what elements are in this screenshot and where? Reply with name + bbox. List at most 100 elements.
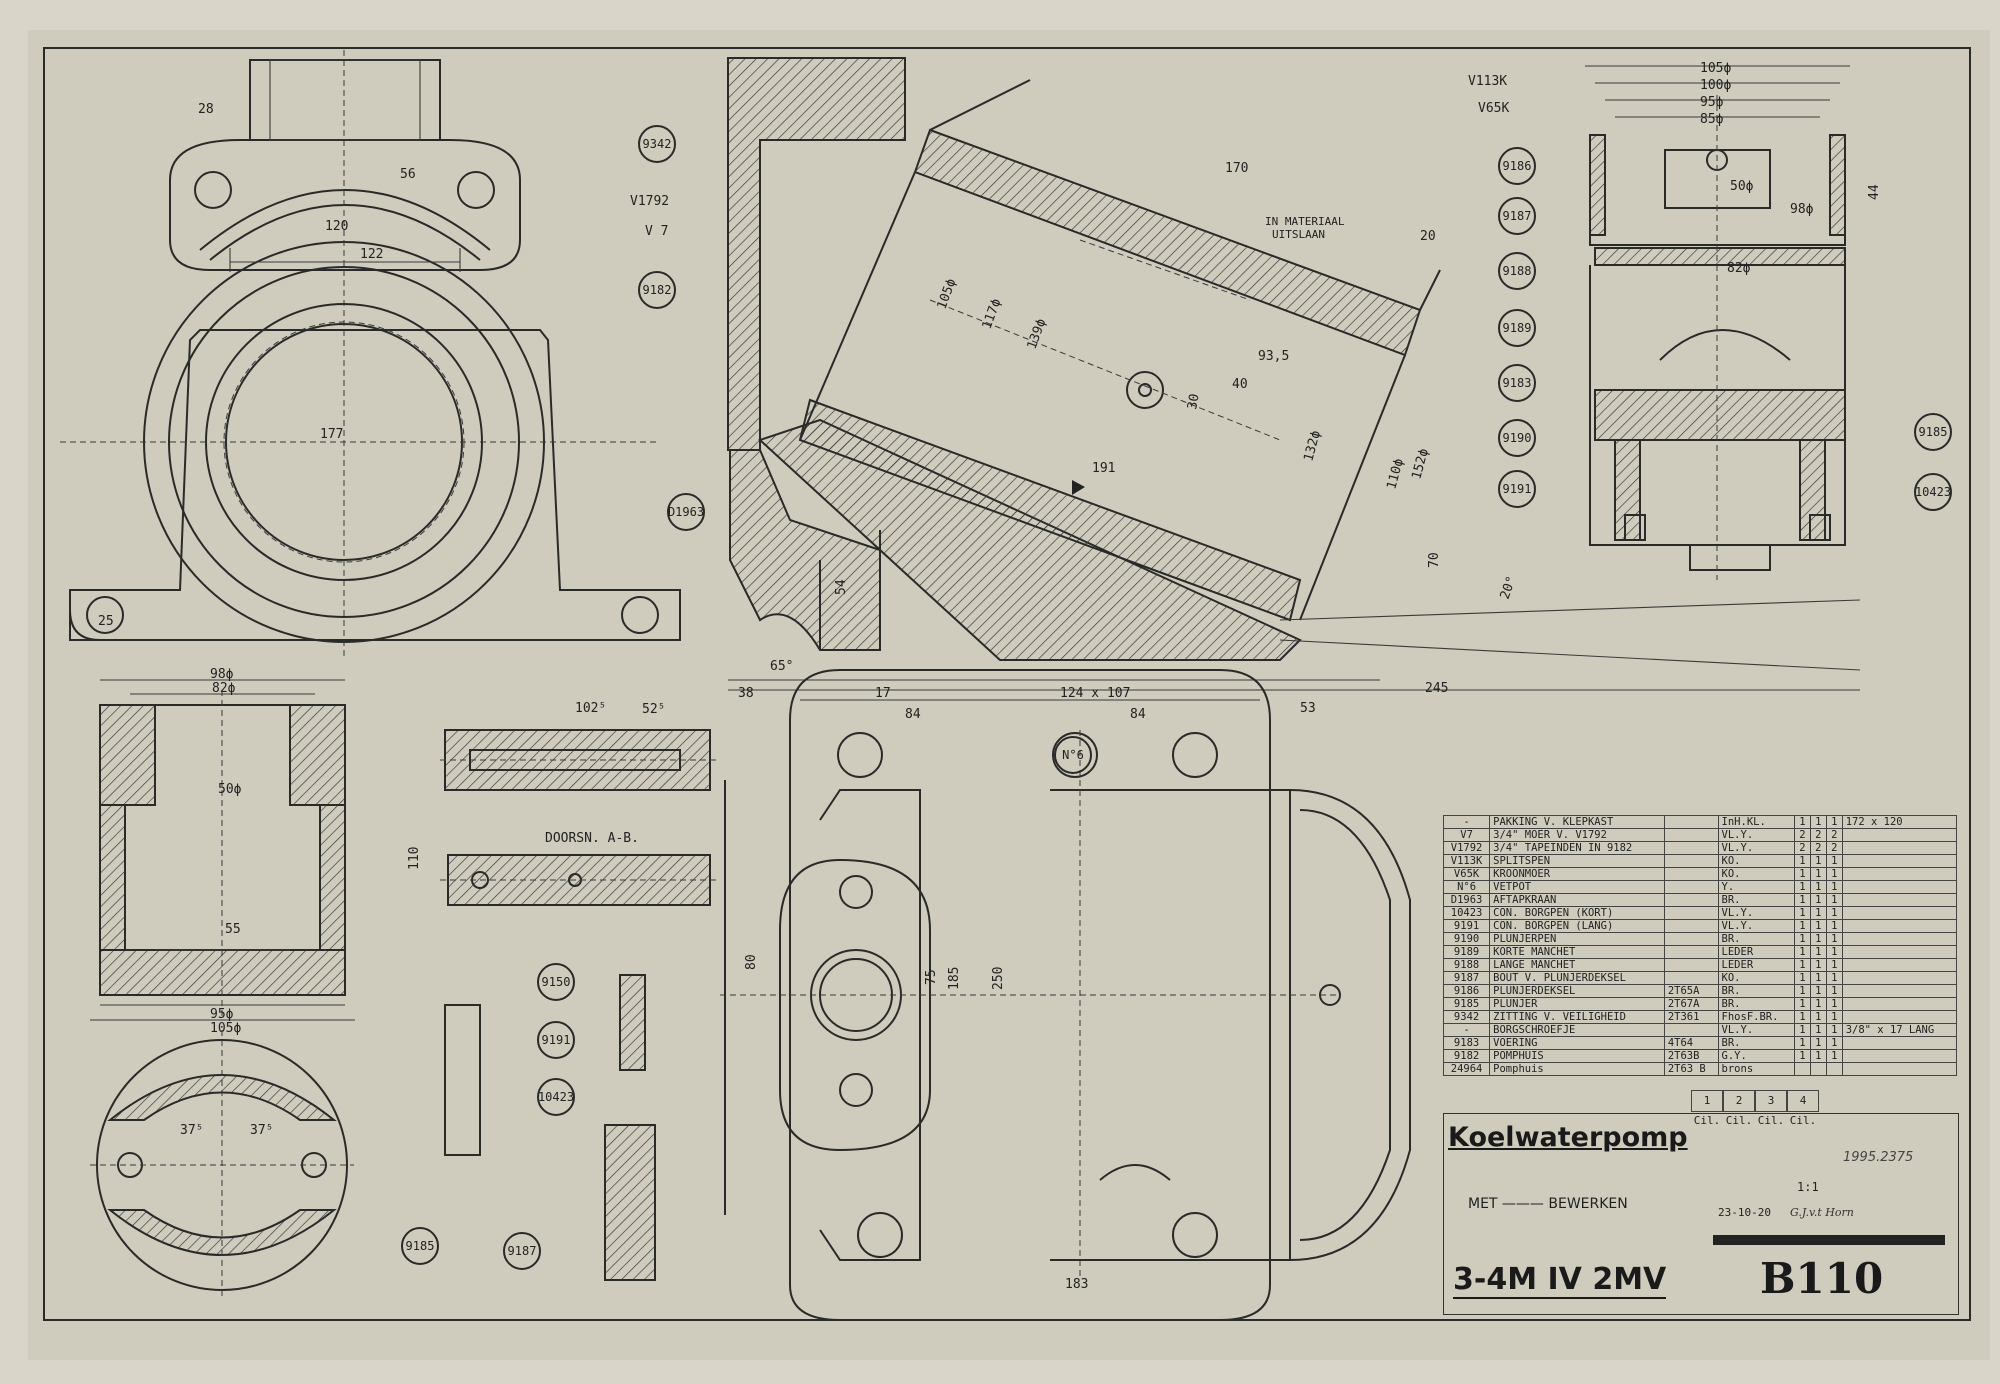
dim-100: 100ϕ <box>1700 78 1731 93</box>
dim-75: 75 <box>924 969 939 985</box>
column-4-cil: 4 Cil. <box>1787 1090 1819 1127</box>
cylinder-section <box>727 57 1861 691</box>
parts-cell-name: AFTAPKRAAN <box>1489 893 1665 907</box>
callout-d1963 <box>667 493 705 531</box>
parts-cell-name: BOUT V. PLUNJERDEKSEL <box>1489 971 1665 985</box>
dim-80: 80 <box>744 954 759 970</box>
parts-cell-note <box>1841 958 1958 972</box>
parts-cell-norm: 2T63 B <box>1663 1062 1719 1076</box>
parts-cell-norm <box>1663 841 1719 855</box>
dim-191: 191 <box>1092 461 1115 476</box>
svg-text:9191: 9191 <box>542 1033 571 1047</box>
parts-cell-c3: 1 <box>1825 1036 1843 1050</box>
dim-110-cover: 110 <box>407 847 422 870</box>
parts-cell-code: 9186 <box>1442 984 1491 998</box>
parts-cell-name: BORGSCHROEFJE <box>1489 1023 1665 1037</box>
callout-10423-lower <box>537 1078 575 1116</box>
dim-82-cover: 82ϕ <box>212 681 236 696</box>
parts-cell-code: - <box>1442 1023 1491 1037</box>
parts-cell-c2: 1 <box>1809 854 1827 868</box>
callout-9191 <box>1498 470 1536 508</box>
plunger-cover-section <box>90 679 355 1021</box>
parts-cell-c3: 1 <box>1825 880 1843 894</box>
dim-250: 250 <box>991 967 1006 990</box>
dim-17: 17 <box>875 686 891 701</box>
parts-cell-note <box>1841 1010 1958 1024</box>
cylinder-columns: 1 Cil. 2 Cil. 3 Cil. 4 Cil. <box>1691 1090 1819 1127</box>
parts-cell-c1: 1 <box>1793 867 1811 881</box>
parts-cell-c3: 2 <box>1825 841 1843 855</box>
plunger-plan-view <box>90 1030 354 1300</box>
parts-cell-norm <box>1663 867 1719 881</box>
parts-cell-c2: 1 <box>1809 867 1827 881</box>
svg-text:9183: 9183 <box>1503 376 1532 390</box>
dim-20: 20 <box>1420 229 1436 244</box>
parts-cell-code: 10423 <box>1442 906 1491 920</box>
parts-cell-c3: 1 <box>1825 815 1843 829</box>
dim-183: 183 <box>1065 1277 1088 1292</box>
parts-cell-note <box>1841 997 1958 1011</box>
svg-text:9191: 9191 <box>1503 482 1532 496</box>
dim-117: 117ϕ <box>980 297 1005 332</box>
pin-details <box>440 729 720 1281</box>
parts-cell-note <box>1841 984 1958 998</box>
column-1-cil: 1 Cil. <box>1691 1090 1723 1127</box>
drawing-signature: G.J.v.t Horn <box>1790 1206 1854 1219</box>
dim-38: 38 <box>738 686 754 701</box>
dim-124x107: 124 x 107 <box>1060 686 1130 701</box>
dim-25: 25 <box>98 614 114 629</box>
parts-cell-code: 9342 <box>1442 1010 1491 1024</box>
parts-cell-norm: 2T65A <box>1663 984 1719 998</box>
parts-cell-norm <box>1663 815 1719 829</box>
dim-50: 50ϕ <box>1730 179 1754 194</box>
callout-9188 <box>1498 252 1536 290</box>
dim-98: 98ϕ <box>1790 202 1814 217</box>
callout-9185-lower <box>401 1227 439 1265</box>
parts-cell-c2 <box>1809 1062 1827 1076</box>
label-v65k: V65K <box>1478 101 1509 116</box>
parts-cell-c2: 1 <box>1809 997 1827 1011</box>
parts-cell-c1: 1 <box>1793 997 1811 1011</box>
title-block <box>1443 1113 1959 1315</box>
parts-cell-mat: Y. <box>1717 880 1795 894</box>
parts-cell-code: 9188 <box>1442 958 1491 972</box>
column-3-cil: 3 Cil. <box>1755 1090 1787 1127</box>
dim-105: 105ϕ <box>935 277 960 312</box>
parts-cell-mat: BR. <box>1717 997 1795 1011</box>
label-uitslaan: UITSLAAN <box>1272 228 1325 241</box>
parts-cell-code: V65K <box>1442 867 1491 881</box>
parts-cell-mat: LEDER <box>1717 945 1795 959</box>
parts-cell-c1: 1 <box>1793 815 1811 829</box>
parts-cell-norm <box>1663 919 1719 933</box>
svg-text:10423: 10423 <box>1915 485 1951 499</box>
parts-cell-c2: 2 <box>1809 828 1827 842</box>
parts-cell-code: 9185 <box>1442 997 1491 1011</box>
parts-cell-mat: InH.KL. <box>1717 815 1795 829</box>
parts-cell-note <box>1841 1062 1958 1076</box>
drawing-subtitle: MET ——— BEWERKEN <box>1468 1196 1628 1212</box>
parts-cell-note <box>1841 841 1958 855</box>
callout-9189 <box>1498 309 1536 347</box>
callout-9187-lower <box>503 1232 541 1270</box>
parts-cell-norm <box>1663 971 1719 985</box>
svg-text:9185: 9185 <box>1919 425 1948 439</box>
parts-cell-code: 9183 <box>1442 1036 1491 1050</box>
parts-cell-c1: 1 <box>1793 945 1811 959</box>
parts-cell-c2: 1 <box>1809 1049 1827 1063</box>
dim-177: 177 <box>320 427 343 442</box>
parts-cell-name: VETPOT <box>1489 880 1665 894</box>
parts-cell-code: 9190 <box>1442 932 1491 946</box>
callout-9183 <box>1498 364 1536 402</box>
svg-text:9185: 9185 <box>406 1239 435 1253</box>
label-v1792: V1792 <box>630 194 669 209</box>
drawing-types: 3-4M IV 2MV <box>1453 1262 1667 1299</box>
parts-cell-name: KROONMOER <box>1489 867 1665 881</box>
parts-cell-code: 9187 <box>1442 971 1491 985</box>
parts-cell-c3: 1 <box>1825 971 1843 985</box>
